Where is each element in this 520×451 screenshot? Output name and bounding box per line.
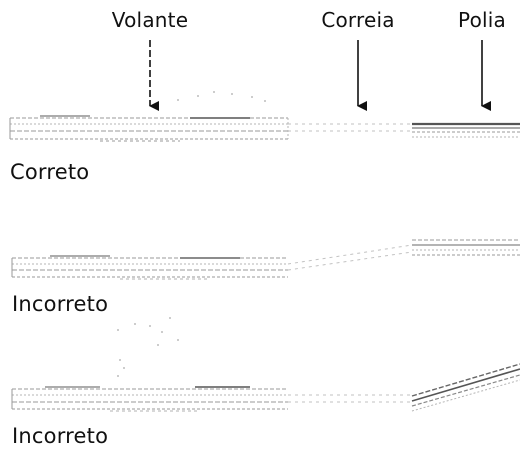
row-incorrect-angled [11,359,520,412]
caption-incorrect-angled: Incorreto [12,424,109,448]
flywheel-correct [9,115,289,142]
caption-incorrect-parallel: Incorreto [12,292,109,316]
caption-correct: Correto [10,160,90,184]
label-belt: Correia [321,8,395,32]
label-pulley: Polia [458,8,506,32]
pulley-correct [412,122,520,138]
pulley-incorrect-parallel [412,239,520,256]
row-incorrect-parallel [11,239,520,346]
pulley-incorrect-angled [411,363,520,412]
belt-incorrect-angled [288,394,412,403]
flywheel-specks-incorrect-parallel [117,317,179,346]
label-flywheel: Volante [111,8,189,32]
flywheel-incorrect-parallel [11,255,288,280]
belt-correct [288,123,412,132]
row-correct [9,91,520,142]
flywheel-specks-correct [177,91,266,102]
flywheel-specks-incorrect-angled [117,359,125,377]
belt-incorrect-parallel [287,244,413,271]
flywheel-incorrect-angled [11,386,288,412]
